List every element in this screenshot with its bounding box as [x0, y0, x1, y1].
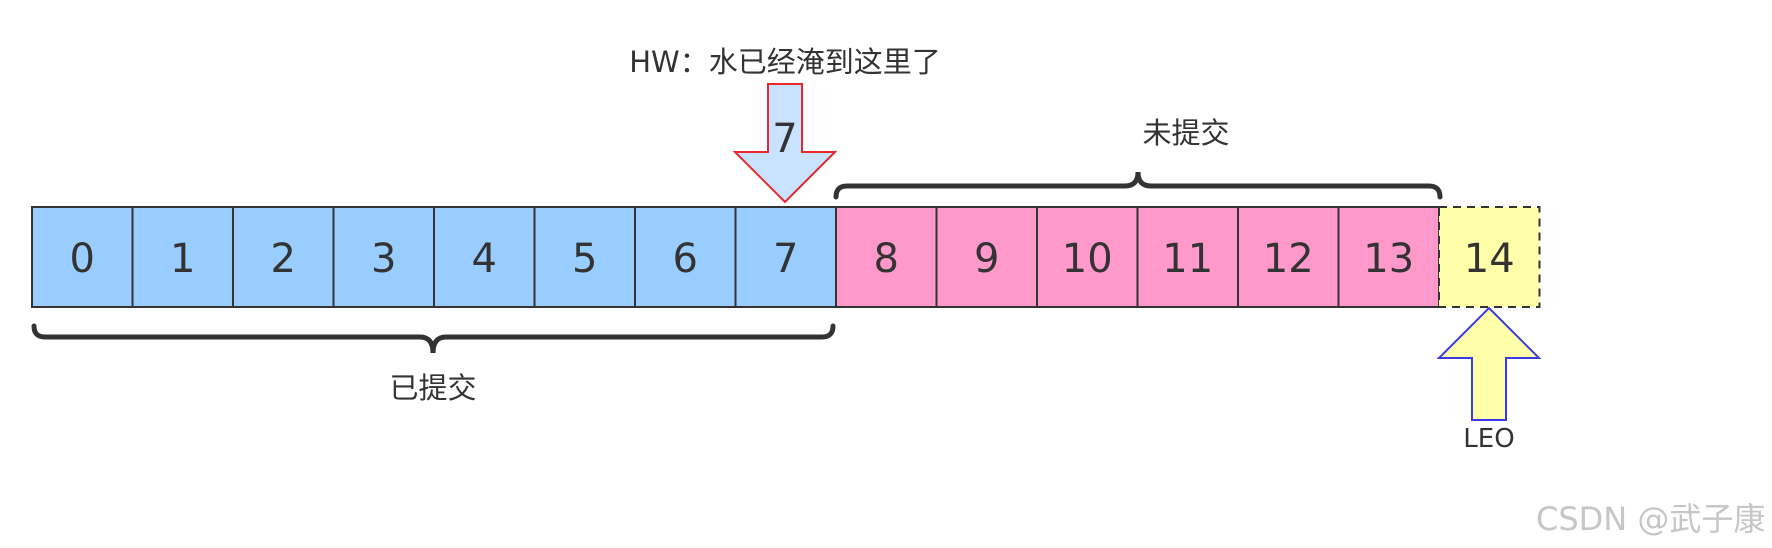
log-cell-8: [835, 206, 938, 308]
log-cell-1: [131, 206, 234, 308]
log-cell-11: [1136, 206, 1239, 308]
log-cell-3: [332, 206, 435, 308]
log-cell-label: 1: [170, 236, 195, 282]
log-cell-2: [232, 206, 335, 308]
watermark: CSDN @武子康: [1536, 500, 1766, 538]
log-cell-label: 2: [271, 236, 296, 282]
log-cell-13: [1337, 206, 1440, 308]
log-cell-label: 10: [1062, 236, 1113, 282]
log-cell-label: 3: [371, 236, 396, 282]
log-cell-label: 4: [472, 236, 497, 282]
log-cell-label: 14: [1464, 236, 1515, 282]
leo-label: LEO: [1463, 424, 1514, 454]
log-cell-0: [31, 206, 134, 308]
log-cell-5: [533, 206, 636, 308]
uncommitted-brace: [833, 171, 1443, 200]
log-cell-label: 9: [974, 236, 999, 282]
log-cell-label: 12: [1263, 236, 1314, 282]
log-cell-label: 0: [70, 236, 95, 282]
log-cell-7: [734, 206, 837, 308]
hw-caption: HW：水已经淹到这里了: [629, 45, 940, 79]
log-cell-label: 7: [773, 236, 798, 282]
log-cell-label: 6: [673, 236, 698, 282]
log-cell-label: 5: [572, 236, 597, 282]
log-cell-9: [935, 206, 1038, 308]
leo-up-arrow: [1436, 306, 1542, 421]
hw-arrow-value: 7: [772, 116, 797, 162]
committed-label: 已提交: [389, 371, 476, 405]
log-cell-14: [1438, 206, 1541, 308]
log-cell-label: 11: [1162, 236, 1213, 282]
hw-down-arrow: [732, 83, 838, 204]
uncommitted-label: 未提交: [1142, 116, 1229, 150]
log-cell-label: 8: [874, 236, 899, 282]
committed-brace: [31, 323, 836, 354]
log-cell-6: [634, 206, 737, 308]
log-cell-10: [1036, 206, 1139, 308]
log-cell-label: 13: [1363, 236, 1414, 282]
